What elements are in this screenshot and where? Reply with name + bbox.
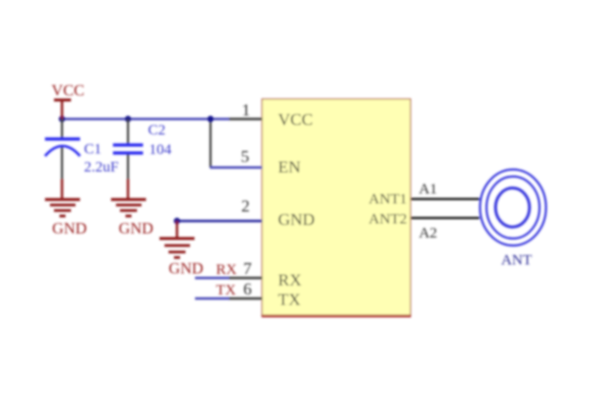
- svg-text:ANT: ANT: [501, 253, 532, 269]
- svg-text:C1: C1: [84, 142, 102, 158]
- svg-text:A2: A2: [419, 226, 437, 242]
- svg-text:TX: TX: [216, 283, 236, 299]
- svg-text:TX: TX: [278, 290, 301, 309]
- svg-text:VCC: VCC: [278, 110, 313, 129]
- svg-text:GND: GND: [169, 261, 204, 278]
- svg-text:GND: GND: [119, 221, 154, 238]
- svg-text:RX: RX: [278, 271, 302, 290]
- svg-text:1: 1: [242, 101, 251, 120]
- svg-text:5: 5: [241, 147, 250, 166]
- svg-text:RX: RX: [216, 262, 237, 278]
- svg-text:6: 6: [243, 280, 252, 299]
- svg-text:ANT1: ANT1: [369, 192, 407, 208]
- svg-text:EN: EN: [278, 158, 301, 177]
- svg-text:VCC: VCC: [52, 83, 85, 100]
- svg-text:104: 104: [149, 142, 172, 158]
- svg-text:C2: C2: [148, 123, 166, 139]
- svg-text:A1: A1: [419, 182, 437, 198]
- svg-text:2.2uF: 2.2uF: [84, 160, 119, 176]
- svg-text:GND: GND: [52, 221, 87, 238]
- svg-text:7: 7: [243, 259, 252, 278]
- svg-text:ANT2: ANT2: [369, 212, 407, 228]
- svg-text:2: 2: [241, 197, 250, 216]
- svg-text:GND: GND: [278, 210, 315, 229]
